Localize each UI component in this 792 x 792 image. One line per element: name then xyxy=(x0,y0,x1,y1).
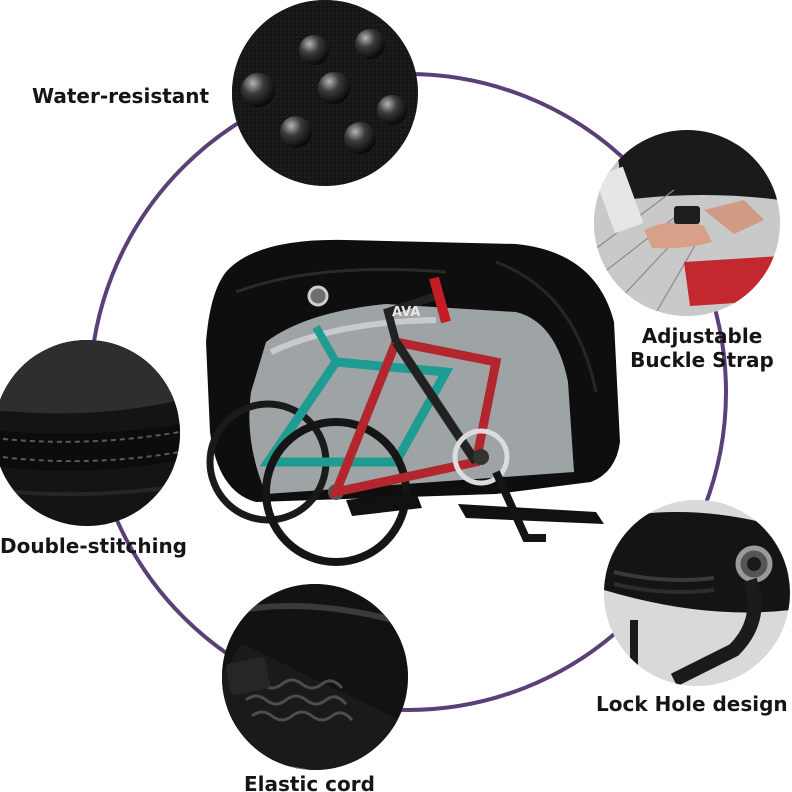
feature-label-buckle-strap: Adjustable Buckle Strap xyxy=(628,324,776,372)
buckle-strap-icon xyxy=(594,130,780,316)
elastic-cord-icon xyxy=(222,584,408,770)
stitching-icon xyxy=(0,340,180,526)
feature-label-double-stitching: Double-stitching xyxy=(0,534,188,558)
feature-label-buckle-line-1: Adjustable xyxy=(641,324,763,348)
feature-label-buckle-line-2: Buckle Strap xyxy=(630,348,774,372)
feature-label-water-resistant: Water-resistant xyxy=(32,84,210,108)
bike-brand-text: AVA xyxy=(392,305,420,320)
lock-hole-icon xyxy=(604,500,790,686)
feature-label-elastic-cord: Elastic cord xyxy=(244,772,375,792)
bike-cover-icon: AVA xyxy=(206,239,620,566)
water-droplets-icon xyxy=(232,0,418,186)
feature-label-lock-hole: Lock Hole design xyxy=(596,692,788,716)
